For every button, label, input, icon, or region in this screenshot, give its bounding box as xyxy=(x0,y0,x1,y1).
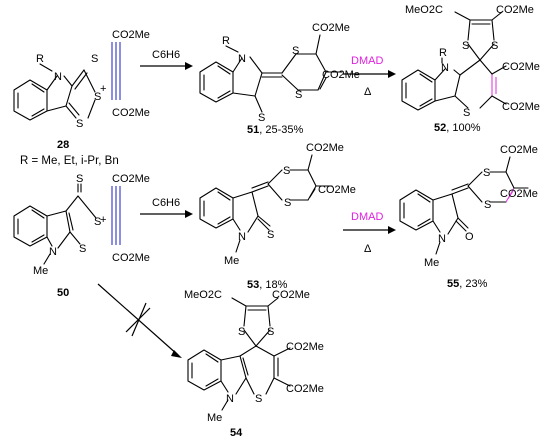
atom-s-51-b: S xyxy=(295,89,302,101)
compound-52-structure xyxy=(401,11,507,111)
atom-s-53-a: S xyxy=(283,165,290,177)
ester-54-1: MeO2C xyxy=(184,289,222,301)
ester-52-3: CO2Me xyxy=(502,61,540,73)
arrowhead-failed-route xyxy=(171,350,182,358)
atom-n-52: N xyxy=(441,62,449,74)
atom-s-50-b: S xyxy=(79,243,86,255)
atom-s-28-thione: S xyxy=(91,53,98,65)
ester-55-2: CO2Me xyxy=(500,188,538,200)
compound-28-structure xyxy=(13,63,96,121)
atom-s-55-b: S xyxy=(484,199,491,211)
heat-top: Δ xyxy=(364,86,372,98)
atom-s-50-a: S xyxy=(94,216,101,228)
ester-53-1: CO2Me xyxy=(306,142,344,154)
atom-s-52-ring: S xyxy=(463,107,470,119)
arrowhead-top-1 xyxy=(185,62,193,70)
atom-r-28: R xyxy=(36,53,44,65)
dmad-bottom-ester-1: CO2Me xyxy=(112,173,150,185)
ester-52-2: CO2Me xyxy=(496,4,534,16)
atom-n-53: N xyxy=(238,231,246,243)
ester-54-2: CO2Me xyxy=(272,289,310,301)
atom-s-28-b: S xyxy=(76,118,83,130)
ester-53-2: CO2Me xyxy=(318,184,356,196)
compound-label-52: 52, 100% xyxy=(434,122,481,134)
atom-s-51-a: S xyxy=(292,45,299,57)
reagent-dmad-bottom: DMAD xyxy=(351,211,383,223)
atom-s-51-thione: S xyxy=(258,112,265,124)
arrowhead-bottom-2 xyxy=(388,226,396,234)
compound-label-55: 55, 23% xyxy=(447,278,488,290)
solvent-bottom: C6H6 xyxy=(152,197,180,209)
ester-54-4: CO2Me xyxy=(286,383,324,395)
atom-r-52: R xyxy=(439,47,447,59)
atom-me-55: Me xyxy=(424,257,439,269)
compound-label-50: 50 xyxy=(57,287,69,299)
atom-me-54: Me xyxy=(207,412,222,424)
compound-51-structure xyxy=(199,34,343,113)
arrowhead-bottom-1 xyxy=(185,210,193,218)
atom-s-53-b: S xyxy=(284,197,291,209)
solvent-top: C6H6 xyxy=(152,49,180,61)
atom-s-53-thione: S xyxy=(267,229,274,241)
atom-n-28: N xyxy=(54,71,62,83)
compound-54-structure xyxy=(187,297,291,411)
compound-53-structure xyxy=(199,154,333,253)
atom-s-54-ring: S xyxy=(255,393,262,405)
ester-55-1: CO2Me xyxy=(500,144,538,156)
dmad-bottom-ester-2: CO2Me xyxy=(112,252,150,264)
compound-label-53: 53, 18% xyxy=(247,279,288,291)
atom-n-50: N xyxy=(49,246,57,258)
heat-bottom: Δ xyxy=(364,243,372,255)
compound-label-51: 51, 25-35% xyxy=(247,124,303,136)
ester-51-1: CO2Me xyxy=(312,22,350,34)
dmad-top-ester-1: CO2Me xyxy=(112,29,150,41)
compound-label-54: 54 xyxy=(230,427,243,439)
atom-n-51: N xyxy=(238,53,246,65)
compound-55-structure xyxy=(399,156,529,255)
atom-n-55: N xyxy=(438,233,446,245)
cross-mark-a xyxy=(125,307,151,333)
ester-51-2: CO2Me xyxy=(322,69,360,81)
ester-54-3: CO2Me xyxy=(286,341,324,353)
atom-s-54-a: S xyxy=(238,326,245,338)
dmad-top-ester-2: CO2Me xyxy=(112,107,150,119)
reagent-dmad-top: DMAD xyxy=(351,55,383,67)
compound-label-28: 28 xyxy=(57,139,69,151)
atom-me-50: Me xyxy=(33,265,48,277)
atom-s-54-b: S xyxy=(267,326,274,338)
plus-sign-top: + xyxy=(100,83,106,95)
plus-sign-bottom: + xyxy=(100,214,106,226)
atom-s-28-a: S xyxy=(94,91,101,103)
atom-me-53: Me xyxy=(224,255,239,267)
atom-s-52-a: S xyxy=(462,40,469,52)
cross-mark-b xyxy=(131,302,147,337)
r-group-definition: R = Me, Et, i-Pr, Bn xyxy=(20,155,119,167)
atom-r-51: R xyxy=(222,35,230,47)
atom-o-55: O xyxy=(465,231,474,243)
compound-50-structure xyxy=(13,183,97,265)
ester-52-4: CO2Me xyxy=(502,101,540,113)
atom-s-50-thione: S xyxy=(76,173,83,185)
arrowhead-top-2 xyxy=(388,70,396,78)
atom-s-52-b: S xyxy=(491,40,498,52)
ester-52-1: MeO2C xyxy=(405,4,443,16)
atom-s-55-a: S xyxy=(483,167,490,179)
atom-n-54: N xyxy=(226,393,234,405)
